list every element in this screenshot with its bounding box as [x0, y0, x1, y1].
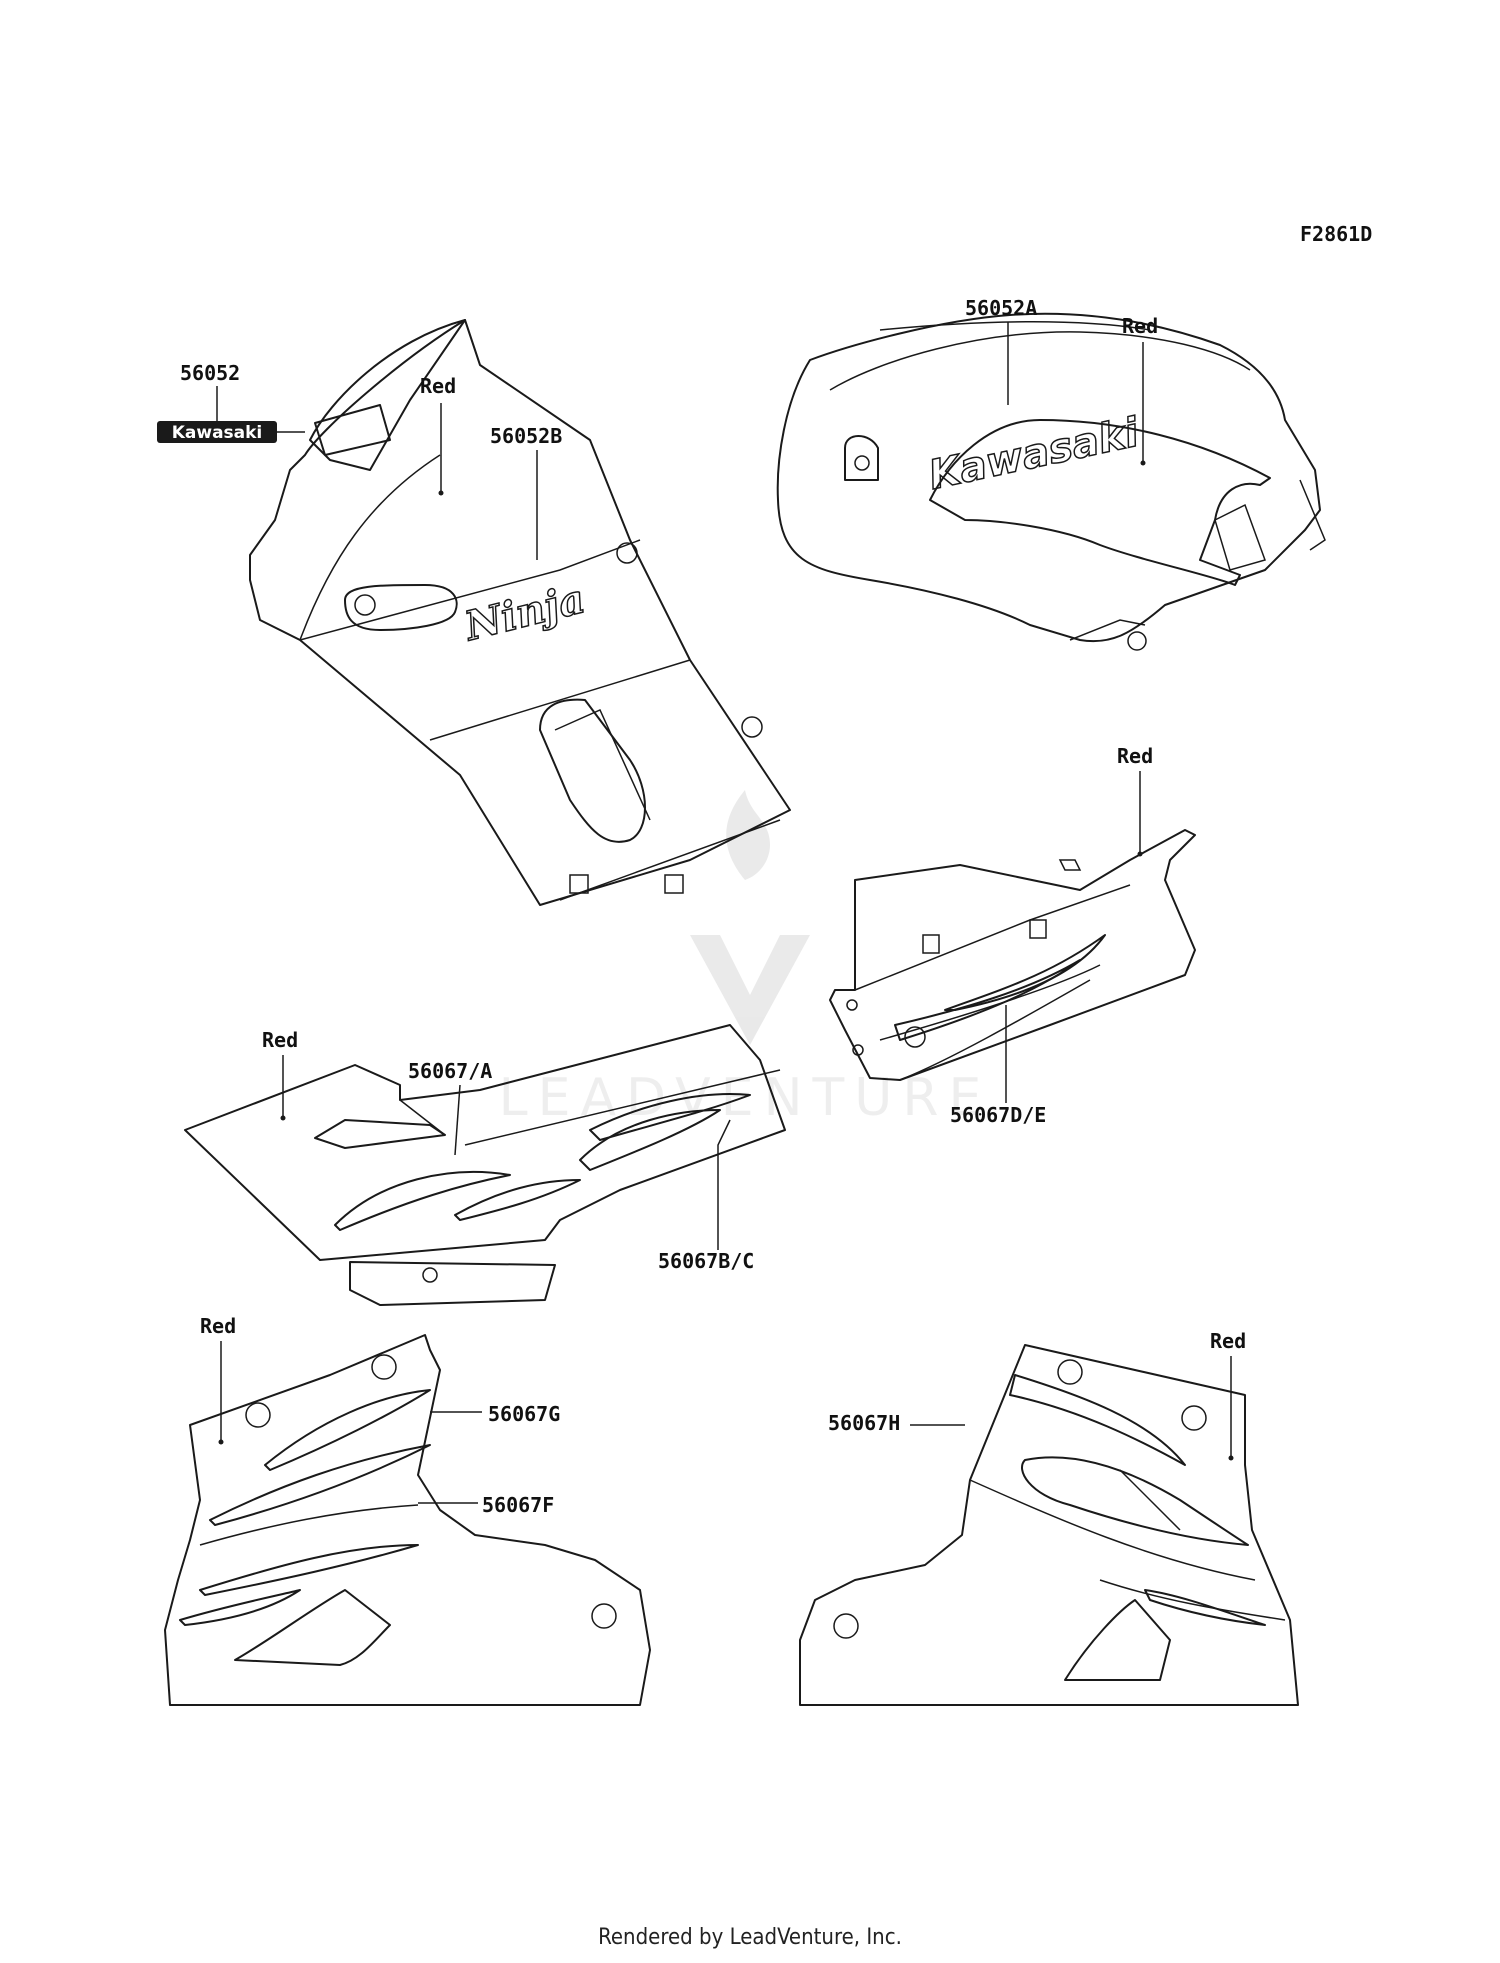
lower-right-decal-label: 56067H [828, 1411, 900, 1435]
lower-right-color-label: Red [1210, 1329, 1246, 1353]
lower-cowl-right [799, 1344, 1299, 1706]
tail-cover [829, 829, 1196, 1081]
fuel-tank: Kawasaki [776, 312, 1326, 651]
side-cover-decal-b-label: 56067B/C [658, 1249, 754, 1273]
side-cover-decal-label: 56067/A [408, 1059, 492, 1083]
upper-fairing: Ninja [249, 319, 791, 906]
lower-left-decal-f-label: 56067F [482, 1493, 554, 1517]
fairing-decal-label: 56052B [490, 424, 562, 448]
diagram-id: F2861D [1300, 222, 1372, 246]
kawasaki-fairing-emblem: Kawasaki [157, 421, 277, 443]
tail-decal-label: 56067D/E [950, 1103, 1046, 1127]
tank-color-label: Red [1122, 314, 1158, 338]
fairing-emblem-label: 56052 [180, 361, 240, 385]
fairing-color-label: Red [420, 374, 456, 398]
lower-left-color-label: Red [200, 1314, 236, 1338]
tank-decal-label: 56052A [965, 296, 1037, 320]
lower-cowl-left [164, 1334, 651, 1706]
fairing-emblem-text: Kawasaki [172, 423, 263, 443]
tail-color-label: Red [1117, 744, 1153, 768]
lower-left-decal-g-label: 56067G [488, 1402, 560, 1426]
tank-logo-text: Kawasaki [925, 409, 1144, 499]
footer-credit: Rendered by LeadVenture, Inc. [598, 1925, 902, 1950]
side-cover-color-label: Red [262, 1028, 298, 1052]
ninja-logo-text: Ninja [458, 575, 589, 650]
watermark: LEADVENTURE [499, 790, 981, 1128]
side-cover [184, 1024, 786, 1306]
